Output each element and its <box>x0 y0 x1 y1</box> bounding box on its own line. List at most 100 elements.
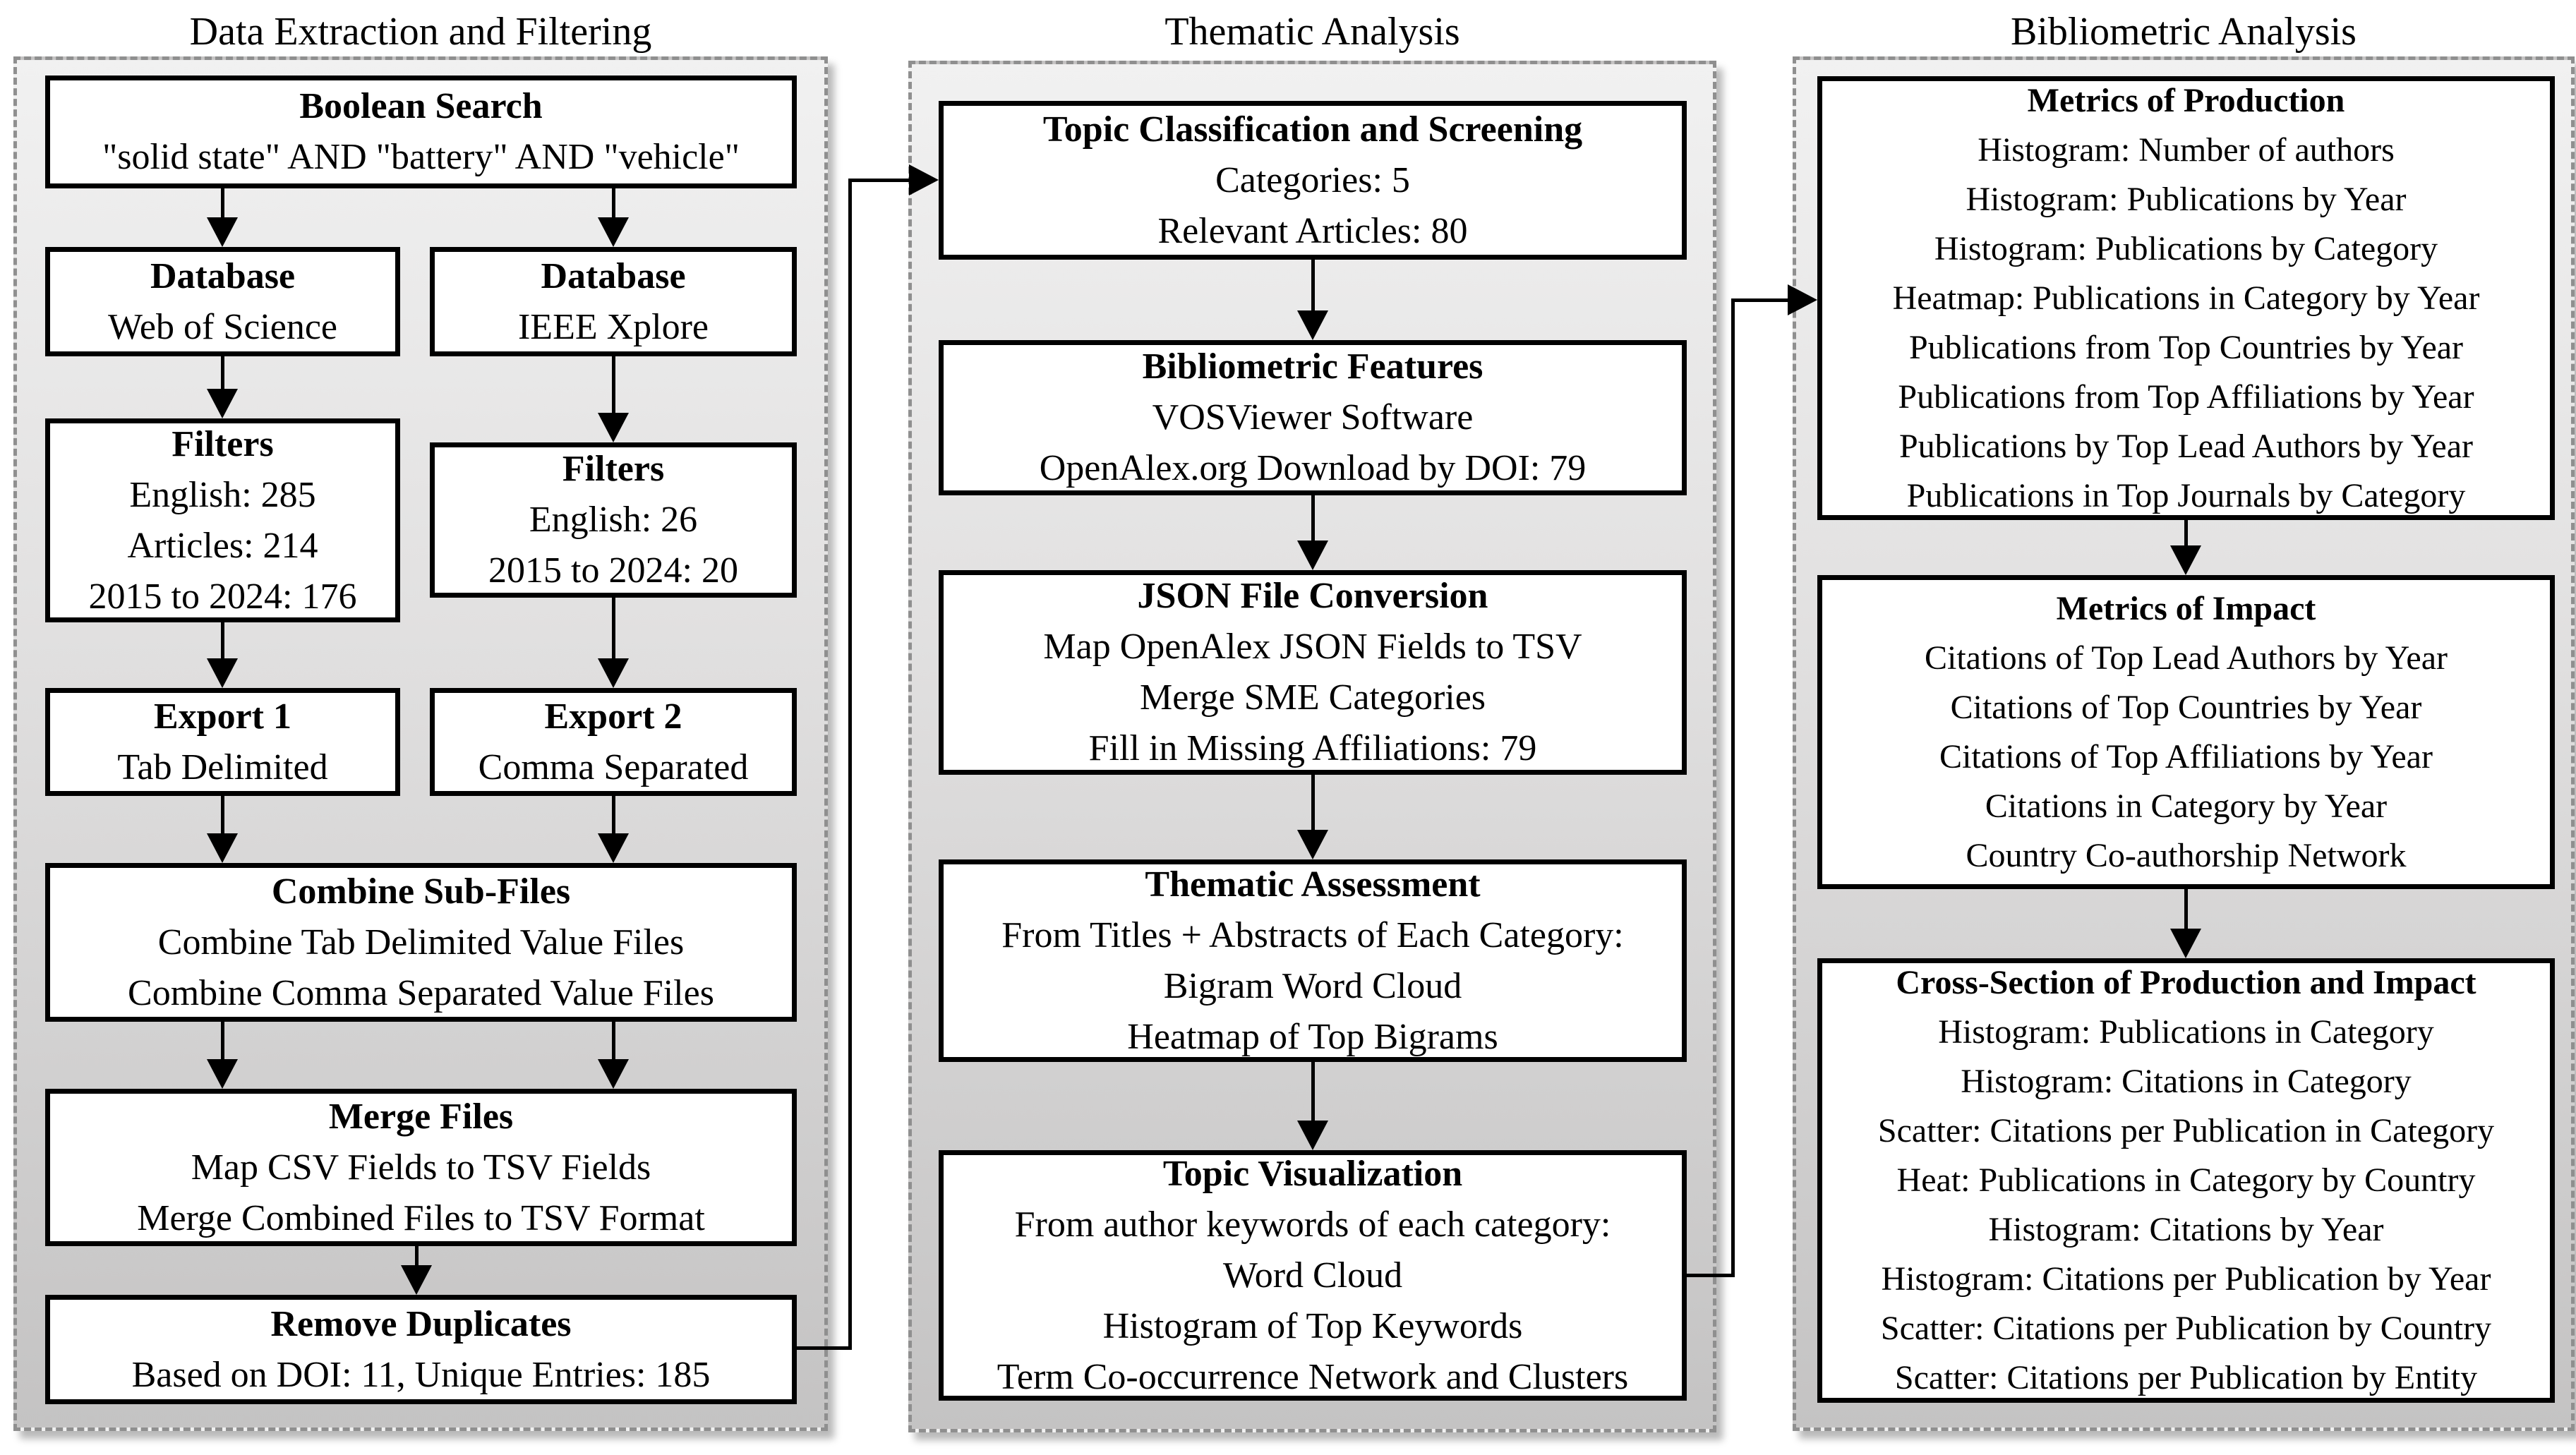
box-line: Heat: Publications in Category by Countr… <box>1896 1161 2476 1199</box>
arrowhead-right-icon <box>1788 284 1817 315</box>
box-line: Map CSV Fields to TSV Fields <box>191 1147 651 1188</box>
connector-col2-to-col3-riser <box>1731 298 1735 1277</box>
box-line: Fill in Missing Affiliations: 79 <box>1088 728 1537 768</box>
box-line: Publications from Top Countries by Year <box>1908 328 2464 366</box>
box-heading: Topic Visualization <box>1162 1153 1463 1194</box>
box-line: Combine Tab Delimited Value Files <box>157 922 685 962</box>
box-bibliometric-features: Bibliometric Features VOSViewer Software… <box>939 340 1687 495</box>
box-heading: Thematic Assessment <box>1145 864 1481 905</box>
arrowhead-down-icon <box>1297 830 1328 859</box>
arrow-export2-to-combine <box>612 796 615 833</box>
arrowhead-right-icon <box>909 164 939 195</box>
box-line: From Titles + Abstracts of Each Category… <box>1001 914 1624 955</box>
box-heading: Metrics of Production <box>2027 81 2345 119</box>
arrow-export1-to-combine <box>221 796 224 833</box>
box-line: Categories: 5 <box>1215 159 1410 200</box>
box-line: Scatter: Citations per Publication by En… <box>1894 1359 2478 1396</box>
box-export-2: Export 2 Comma Separated <box>430 688 797 796</box>
connector-col1-to-col2-riser <box>848 179 852 1350</box>
arrow-production-to-impact <box>2184 520 2188 545</box>
arrowhead-down-icon <box>2170 929 2201 958</box>
connector-col1-to-col2-exit <box>794 1346 851 1350</box>
box-topic-classification-screening: Topic Classification and Screening Categ… <box>939 101 1687 260</box>
box-heading: Cross-Section of Production and Impact <box>1896 964 2476 1001</box>
box-line: VOSViewer Software <box>1152 397 1474 437</box>
box-heading: Bibliometric Features <box>1142 346 1483 387</box>
arrowhead-down-icon <box>207 658 238 688</box>
arrowhead-down-icon <box>598 217 629 247</box>
arrowhead-down-icon <box>598 413 629 442</box>
box-heading: Merge Files <box>328 1096 514 1137</box>
box-remove-duplicates: Remove Duplicates Based on DOI: 11, Uniq… <box>45 1295 797 1404</box>
box-heading: Remove Duplicates <box>270 1303 572 1344</box>
arrow-impact-to-cross-section <box>2184 889 2188 929</box>
box-heading: Filters <box>171 423 274 464</box>
arrowhead-down-icon <box>598 1059 629 1089</box>
box-line: English: 285 <box>129 474 316 515</box>
box-metrics-of-production: Metrics of Production Histogram: Number … <box>1817 76 2555 520</box>
box-heading: Filters <box>562 449 665 489</box>
box-line: Histogram: Citations per Publication by … <box>1881 1260 2491 1298</box>
box-line: Merge Combined Files to TSV Format <box>137 1197 705 1238</box>
box-line: Histogram: Publications in Category <box>1938 1013 2434 1051</box>
box-line: Articles: 214 <box>127 525 318 566</box>
arrow-filters-to-export2 <box>612 598 615 658</box>
box-database-web-of-science: Database Web of Science <box>45 247 400 356</box>
arrow-thematic-to-visualization <box>1311 1062 1315 1121</box>
box-heading: Combine Sub-Files <box>271 871 571 912</box>
arrow-topic-to-bibliometric <box>1311 260 1315 310</box>
arrow-json-to-thematic <box>1311 775 1315 830</box>
box-heading: JSON File Conversion <box>1137 576 1488 616</box>
box-line: Histogram: Publications by Year <box>1966 180 2407 218</box>
box-heading: Boolean Search <box>299 86 543 126</box>
arrow-combine-to-merge-right <box>612 1022 615 1059</box>
arrow-boolean-to-wos <box>221 188 224 217</box>
box-line: IEEE Xplore <box>517 306 709 347</box>
box-cross-section-production-impact: Cross-Section of Production and Impact H… <box>1817 958 2555 1403</box>
box-heading: Topic Classification and Screening <box>1042 109 1583 150</box>
box-line: Comma Separated <box>478 747 749 787</box>
box-line: Heatmap of Top Bigrams <box>1127 1016 1498 1057</box>
box-topic-visualization: Topic Visualization From author keywords… <box>939 1150 1687 1401</box>
connector-col2-to-col3-exit <box>1682 1274 1734 1277</box>
connector-col1-to-col2-entry <box>848 179 909 182</box>
box-line: English: 26 <box>529 500 698 540</box>
box-line: Citations of Top Lead Authors by Year <box>1924 639 2448 677</box>
box-filters-web-of-science: Filters English: 285 Articles: 214 2015 … <box>45 418 400 622</box>
box-database-ieee-xplore: Database IEEE Xplore <box>430 247 797 356</box>
box-line: 2015 to 2024: 176 <box>88 576 357 617</box>
box-heading: Metrics of Impact <box>2056 589 2316 627</box>
box-line: Publications from Top Affiliations by Ye… <box>1898 378 2474 416</box>
box-export-1: Export 1 Tab Delimited <box>45 688 400 796</box>
arrowhead-down-icon <box>1297 310 1328 340</box>
box-line: Scatter: Citations per Publication by Co… <box>1880 1310 2492 1347</box>
column-title-bibliometric-analysis: Bibliometric Analysis <box>2011 10 2357 54</box>
box-line: Country Co-authorship Network <box>1966 836 2407 874</box>
box-heading: Database <box>541 255 686 296</box>
connector-col2-to-col3-entry <box>1731 298 1788 302</box>
box-line: Citations in Category by Year <box>1985 787 2388 825</box>
box-heading: Export 1 <box>154 696 291 737</box>
box-line: Combine Comma Separated Value Files <box>128 972 714 1013</box>
box-combine-sub-files: Combine Sub-Files Combine Tab Delimited … <box>45 863 797 1022</box>
arrowhead-down-icon <box>207 1059 238 1089</box>
box-line: Histogram: Citations in Category <box>1961 1063 2412 1100</box>
box-line: Based on DOI: 11, Unique Entries: 185 <box>131 1354 711 1395</box>
box-line: From author keywords of each category: <box>1014 1204 1611 1245</box>
box-line: Publications in Top Journals by Category <box>1906 476 2466 514</box>
column-title-data-extraction: Data Extraction and Filtering <box>189 10 652 54</box>
box-thematic-assessment: Thematic Assessment From Titles + Abstra… <box>939 859 1687 1062</box>
box-filters-ieee-xplore: Filters English: 26 2015 to 2024: 20 <box>430 442 797 598</box>
box-line: Map OpenAlex JSON Fields to TSV <box>1043 627 1582 667</box>
arrow-filters-to-export1 <box>221 622 224 658</box>
arrow-bibliometric-to-json <box>1311 495 1315 541</box>
box-line: Histogram of Top Keywords <box>1102 1305 1523 1346</box>
box-line: Histogram: Publications by Category <box>1934 229 2438 267</box>
arrowhead-down-icon <box>1297 541 1328 570</box>
box-line: Citations of Top Countries by Year <box>1950 688 2422 726</box>
box-line: "solid state" AND "battery" AND "vehicle… <box>102 137 740 177</box>
arrow-merge-to-remove <box>415 1246 419 1265</box>
box-line: Citations of Top Affiliations by Year <box>1939 737 2433 775</box>
arrow-ieee-to-filters <box>612 356 615 413</box>
box-line: Publications by Top Lead Authors by Year <box>1898 427 2474 465</box>
